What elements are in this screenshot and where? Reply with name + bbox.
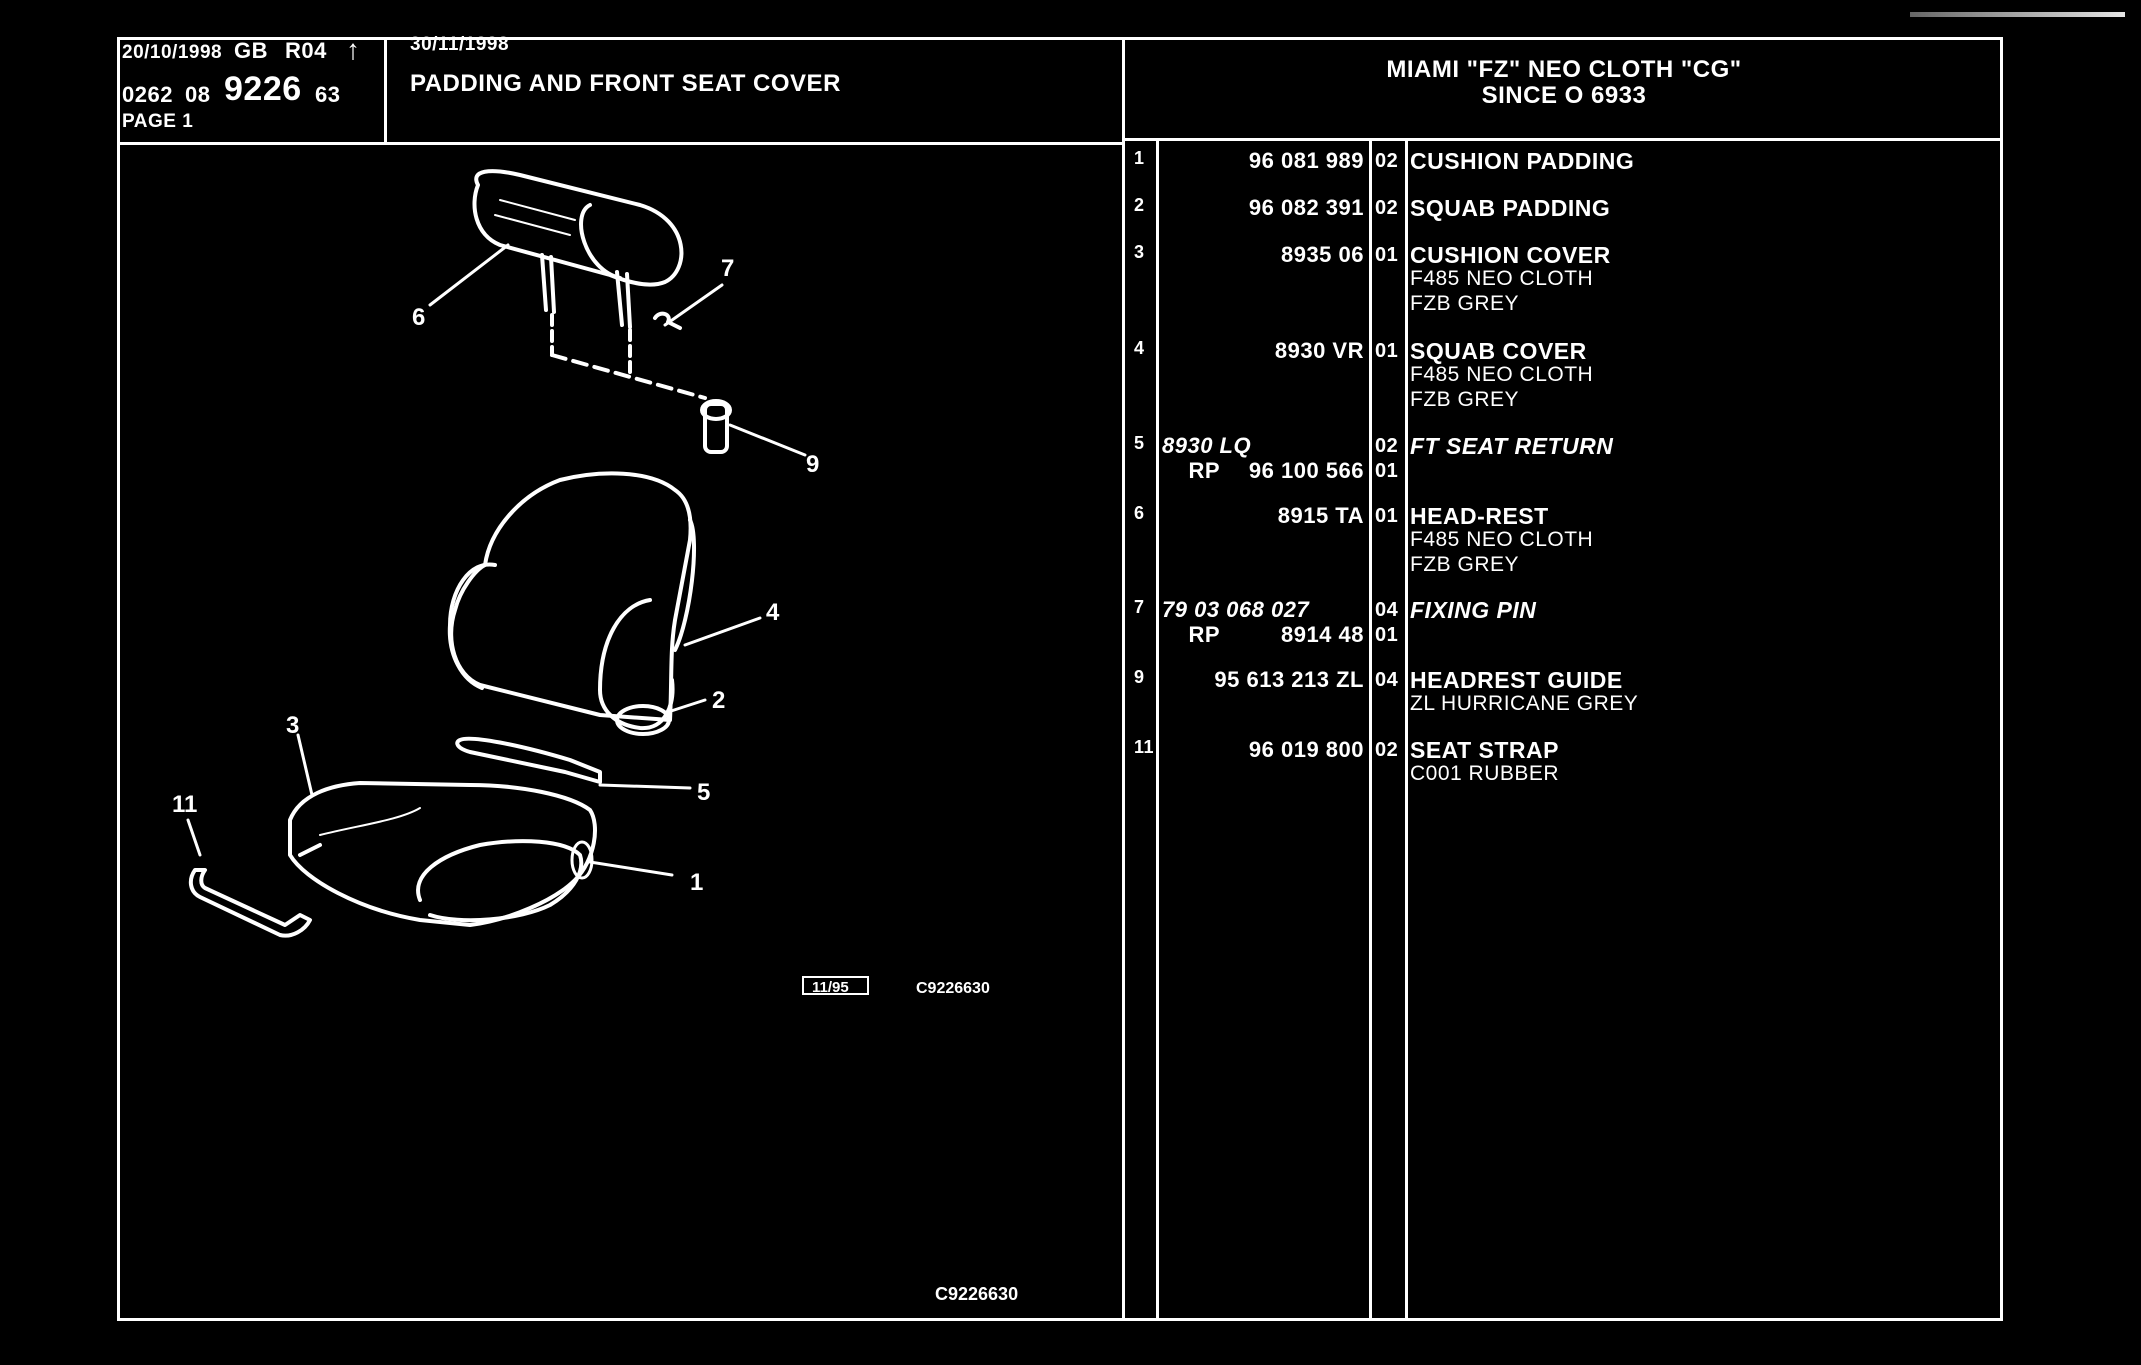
divider-ref-col (1369, 140, 1372, 1321)
replacement-quantity: 01 (1375, 460, 1399, 482)
header-date-left: 20/10/1998 (122, 42, 223, 63)
model-line-1: MIAMI "FZ" NEO CLOTH "CG" (1386, 56, 1742, 83)
part-description: CUSHION PADDING (1410, 148, 1635, 174)
diagram-ref-code-1: C9226630 (916, 980, 990, 997)
part-description: FIXING PIN (1410, 597, 1537, 623)
stamp-box (802, 976, 869, 995)
squab-drawing (447, 471, 696, 736)
header-lang-code: GB (234, 38, 268, 63)
part-index: 5 (1134, 433, 1145, 453)
part-reference: 95 613 213 ZL (1214, 667, 1364, 692)
callout-6: 6 (412, 304, 425, 331)
part-sub-description: FZB GREY (1410, 553, 1520, 576)
part-quantity: 02 (1375, 739, 1399, 761)
callout-7: 7 (721, 255, 734, 282)
part-quantity: 01 (1375, 505, 1399, 527)
part-quantity: 01 (1375, 244, 1399, 266)
part-sub-description: FZB GREY (1410, 292, 1520, 315)
seat-exploded-diagram: 1 2 3 4 5 6 7 9 11 11/95 C9226630 C92266… (172, 169, 1018, 1304)
replacement-reference: 8914 48 (1280, 622, 1364, 647)
part-index: 3 (1134, 242, 1145, 262)
part-quantity: 04 (1375, 669, 1399, 691)
model-line-2: SINCE O 6933 (1481, 82, 1647, 109)
part-reference: 8935 06 (1280, 242, 1364, 267)
callout-9: 9 (806, 451, 819, 478)
divider-header-bottom-right (1122, 138, 2003, 141)
part-index: 6 (1134, 503, 1145, 523)
part-description: SQUAB COVER (1410, 338, 1587, 364)
seat-strap-drawing (188, 868, 312, 938)
page-title: PADDING AND FRONT SEAT COVER (410, 70, 841, 97)
part-index: 7 (1134, 597, 1145, 617)
header-code-a: 0262 (122, 82, 173, 107)
cushion-drawing (288, 781, 597, 927)
header-code-main: 9226 (224, 70, 302, 108)
callout-1: 1 (690, 869, 703, 896)
part-description: SEAT STRAP (1410, 737, 1559, 763)
part-description: FT SEAT RETURN (1410, 433, 1614, 459)
part-reference: 8915 TA (1277, 503, 1364, 528)
part-quantity: 02 (1375, 150, 1399, 172)
callout-leaders (186, 243, 807, 877)
part-reference: 8930 VR (1274, 338, 1364, 363)
part-index: 11 (1134, 737, 1155, 757)
part-sub-description: C001 RUBBER (1410, 762, 1560, 785)
part-sub-description: FZB GREY (1410, 388, 1520, 411)
callout-3: 3 (286, 712, 299, 739)
divider-index-col (1156, 140, 1159, 1321)
header-rev-code: R04 (285, 38, 327, 63)
divider-qty-col (1405, 140, 1408, 1321)
part-quantity: 02 (1375, 197, 1399, 219)
header-arrow-icon: ↑ (346, 34, 361, 65)
callout-2: 2 (712, 687, 725, 714)
part-reference: 96 019 800 (1248, 737, 1364, 762)
divider-main (1122, 37, 1125, 1321)
part-quantity: 01 (1375, 340, 1399, 362)
part-description: SQUAB PADDING (1410, 195, 1611, 221)
scan-glare (1910, 12, 2125, 17)
replacement-label: RP (1188, 622, 1220, 647)
part-reference: 8930 LQ (1162, 433, 1252, 458)
stamp-box-label: 11/95 (812, 979, 849, 996)
header-code-c: 63 (315, 82, 341, 107)
headrest-guide-drawing (700, 399, 732, 454)
seat-return-drawing (455, 736, 602, 784)
part-index: 2 (1134, 195, 1145, 215)
part-sub-description: F485 NEO CLOTH (1410, 267, 1594, 290)
replacement-label: RP (1188, 458, 1220, 483)
part-reference: 96 081 989 (1248, 148, 1364, 173)
callout-11: 11 (172, 791, 197, 818)
part-sub-description: ZL HURRICANE GREY (1410, 692, 1639, 715)
part-quantity: 02 (1375, 435, 1399, 457)
part-index: 1 (1134, 148, 1145, 168)
header-page-label: PAGE 1 (122, 111, 194, 132)
replacement-reference: 96 100 566 (1248, 458, 1364, 483)
header-date-right: 30/11/1998 (410, 34, 510, 55)
part-index: 9 (1134, 667, 1145, 687)
part-description: CUSHION COVER (1410, 242, 1611, 268)
part-index: 4 (1134, 338, 1145, 358)
replacement-quantity: 01 (1375, 624, 1399, 646)
part-reference: 96 082 391 (1248, 195, 1364, 220)
diagram-ref-code-2: C9226630 (935, 1284, 1018, 1304)
divider-header-left (384, 37, 387, 144)
part-sub-description: F485 NEO CLOTH (1410, 363, 1594, 386)
document-frame (117, 37, 2003, 1321)
headrest-drawing (472, 169, 707, 400)
part-description: HEAD-REST (1410, 503, 1549, 529)
callout-5: 5 (697, 779, 710, 806)
header-code-b: 08 (185, 82, 211, 107)
part-quantity: 04 (1375, 599, 1399, 621)
part-description: HEADREST GUIDE (1410, 667, 1623, 693)
part-reference: 79 03 068 027 (1162, 597, 1310, 622)
part-sub-description: F485 NEO CLOTH (1410, 528, 1594, 551)
callout-4: 4 (766, 599, 780, 626)
divider-header-bottom-left (117, 142, 1124, 145)
